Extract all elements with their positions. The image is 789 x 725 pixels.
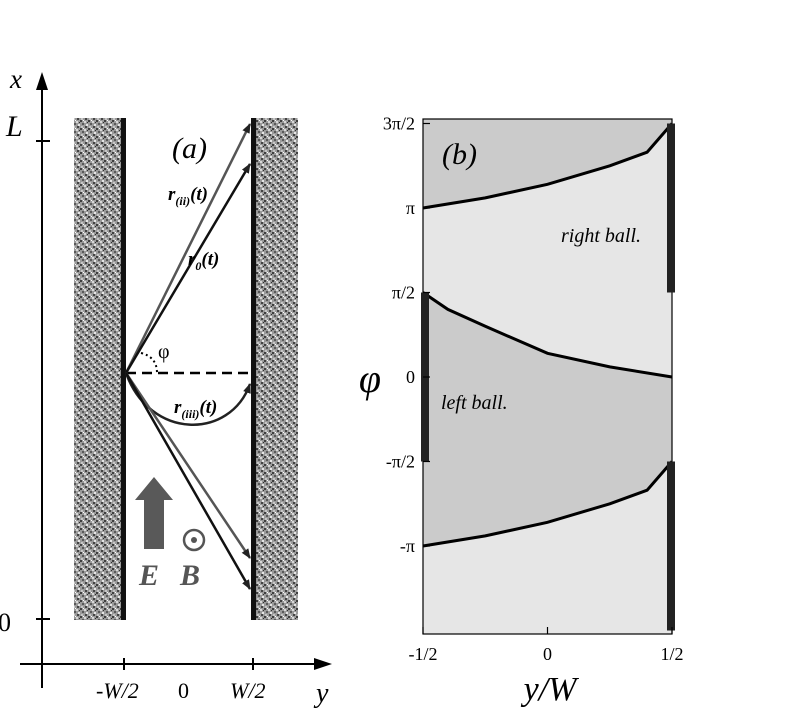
right-ballistic-bar-bottom (667, 461, 675, 631)
label-r-iii: r(iii)(t) (174, 397, 217, 421)
right-wall-edge (251, 118, 256, 620)
magnetic-field-symbol (182, 528, 206, 552)
region-left-label: left ball. (441, 392, 508, 414)
y-tick-label: -π/2 (386, 452, 415, 472)
y-tick-label: 3π/2 (383, 114, 415, 134)
label-r-0: r0(t) (188, 249, 219, 273)
x-axis-arrowhead (36, 72, 48, 90)
x-ticks: -1/2 0 1/2 (409, 627, 684, 664)
y-ticks: 3π/2 π π/2 0 -π/2 -π (383, 114, 430, 556)
trajectory-lower-2 (124, 372, 252, 590)
y-tick-label: π (406, 198, 415, 218)
x-tick-label: -1/2 (409, 644, 438, 664)
electric-field-arrow (135, 477, 173, 549)
panel-b-label: (b) (442, 138, 477, 171)
label-r-ii: r(ii)(t) (168, 184, 208, 208)
angle-phi-arc (140, 352, 158, 374)
label-B: B (179, 559, 200, 592)
magnetic-field-dot (191, 537, 197, 543)
panel-a: x L 0 -W/2 0 W/2 y (a) φ r(ii)(t) r0(t) … (0, 64, 332, 709)
panel-a-label: (a) (172, 132, 207, 165)
right-ballistic-bar-top (667, 123, 675, 293)
boundary-curve-bottom (422, 460, 674, 548)
y-tick-label: -π (400, 536, 415, 556)
y-axis-title: φ (359, 356, 381, 401)
boundary-curve-top (422, 122, 674, 210)
tick-L-label: L (5, 110, 23, 143)
phi-label: φ (158, 341, 170, 363)
left-wall-edge (121, 118, 126, 620)
panel-b: 3π/2 π π/2 0 -π/2 -π -1/2 0 1/2 (b) right ball.… (359, 114, 684, 709)
label-E: E (138, 559, 159, 592)
boundary-curve-middle (422, 291, 673, 379)
region-middle-dark (423, 292, 672, 546)
trajectory-r-ii (124, 123, 252, 374)
y-axis-arrowhead (314, 658, 332, 670)
y-tick-label: 0 (406, 367, 415, 387)
y-tick-label: π/2 (392, 283, 415, 303)
trajectory-r-0 (124, 163, 252, 374)
trajectory-lower-1 (124, 372, 252, 559)
tick-0-x-label: 0 (0, 608, 11, 637)
y-axis-label: y (313, 678, 329, 709)
right-wall-texture (253, 118, 298, 620)
x-axis-label: x (9, 64, 22, 94)
tick-center-label: 0 (178, 678, 189, 703)
tick-left-label: -W/2 (96, 678, 139, 703)
x-tick-label: 1/2 (660, 644, 683, 664)
region-right-label: right ball. (561, 225, 641, 247)
tick-right-label: W/2 (230, 678, 265, 703)
region-top-dark (423, 119, 672, 208)
x-tick-label: 0 (543, 644, 552, 664)
x-axis-title: y/W (521, 671, 580, 708)
left-wall-texture (74, 118, 124, 620)
